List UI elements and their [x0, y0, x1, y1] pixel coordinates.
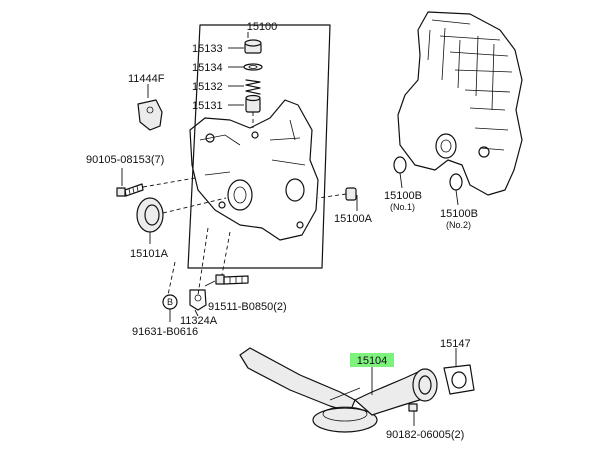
- label-11444F: 11444F: [128, 73, 165, 85]
- label-90105-08153: 90105-08153(7): [86, 154, 164, 166]
- gasket-11324A-drawing: [189, 289, 207, 311]
- label-15132: 15132: [192, 81, 223, 93]
- label-11324A: 11324A: [180, 315, 218, 327]
- label-15134: 15134: [192, 62, 223, 74]
- cap-11444F-drawing: [137, 99, 163, 131]
- nut-90182-drawing: [408, 403, 418, 412]
- pin-15100A-drawing: [345, 187, 357, 201]
- label-91511-B0850: 91511-B0850(2): [208, 301, 287, 313]
- valve-15131-drawing: [245, 94, 261, 113]
- label-15100: 15100: [247, 21, 278, 33]
- label-15147: 15147: [440, 338, 471, 350]
- label-15100A: 15100A: [334, 213, 373, 225]
- label-90182-06005: 90182-06005(2): [386, 429, 464, 441]
- engine-block-drawing: [397, 11, 523, 196]
- gasket-15134-drawing: [243, 63, 263, 71]
- seal-15101A-drawing: [136, 197, 164, 233]
- label-15100B-no2-note: (No.2): [446, 220, 471, 230]
- bolt-90105-drawing: [116, 183, 144, 197]
- label-91631-B0616: 91631-B0616: [132, 326, 198, 338]
- label-15131: 15131: [192, 100, 223, 112]
- spring-15132-drawing: [245, 79, 261, 95]
- o-ring-no1: [393, 156, 407, 174]
- o-ring-no2: [449, 173, 463, 191]
- oil-pump-housing-drawing: [189, 99, 319, 241]
- plug-15133-drawing: [244, 39, 262, 54]
- pump-assembly-frame: [187, 24, 331, 269]
- label-15101A: 15101A: [130, 248, 169, 260]
- label-15100B-no2: 15100B: [440, 208, 478, 220]
- label-15133: 15133: [192, 43, 223, 55]
- label-15100B-no1-note: (No.1): [390, 202, 415, 212]
- label-15104[interactable]: 15104: [357, 355, 388, 367]
- marker-b-text: B: [167, 297, 173, 307]
- bolt-91511-drawing: [215, 274, 249, 285]
- gasket-15147-drawing: [443, 364, 475, 395]
- highlight-15104: [350, 353, 394, 367]
- oil-strainer-15104-drawing: [239, 347, 438, 433]
- label-15100B-no1: 15100B: [384, 190, 422, 202]
